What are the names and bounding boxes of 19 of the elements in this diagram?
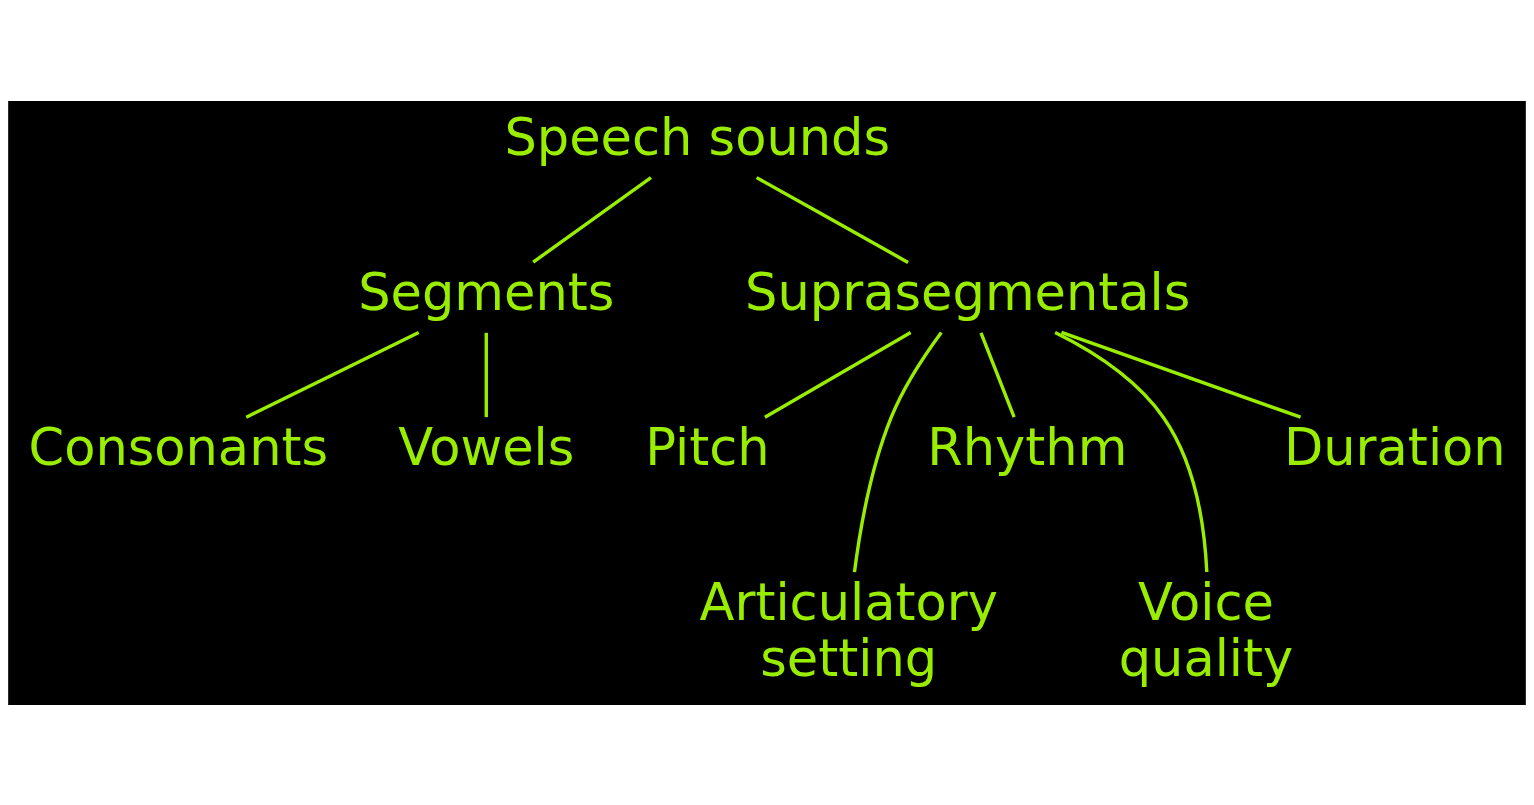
connector — [245, 330, 420, 419]
connector — [1060, 330, 1302, 419]
node-text: Consonants — [28, 417, 329, 477]
connector — [979, 331, 1016, 418]
connector — [764, 330, 912, 419]
node-text: Pitch — [645, 417, 770, 477]
node-text: Articulatory setting — [699, 572, 998, 688]
node-text: Voice quality — [1118, 572, 1294, 688]
node-text: Suprasegmentals — [745, 262, 1191, 322]
connector — [755, 175, 909, 264]
connector — [852, 330, 943, 572]
node-text: Duration — [1283, 417, 1506, 477]
connector — [532, 175, 652, 264]
node-text: Speech sounds — [504, 107, 891, 167]
connector — [1054, 330, 1209, 572]
node-text: Vowels — [398, 417, 575, 477]
connector — [484, 332, 488, 417]
node-text: Rhythm — [927, 417, 1128, 477]
node-text: Segments — [358, 262, 615, 322]
